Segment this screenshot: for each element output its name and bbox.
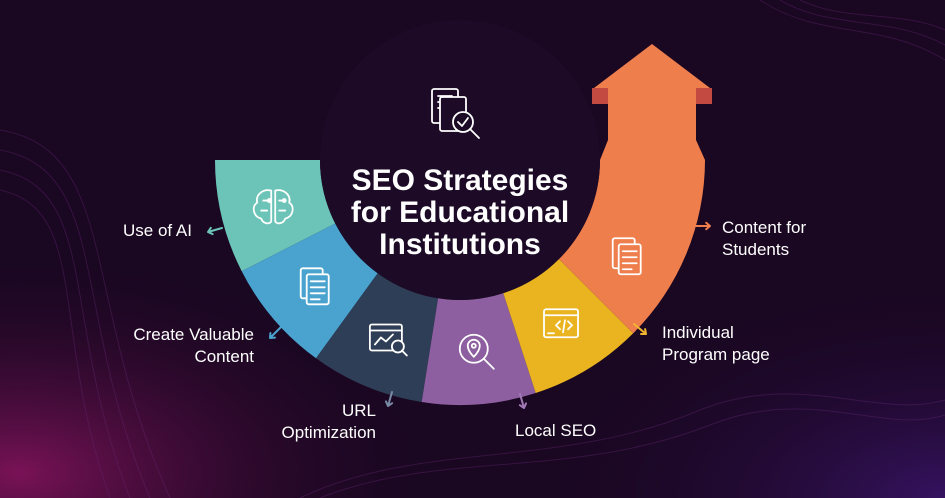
segment-icons — [252, 189, 642, 370]
label-line: Content — [194, 347, 254, 366]
label-arrow — [207, 226, 223, 236]
browser-search-icon — [368, 323, 408, 357]
label-url-optimization: URL Optimization — [240, 400, 376, 444]
center-disc — [320, 20, 600, 300]
arrow-head-right-tab — [696, 88, 712, 104]
label-use-of-ai: Use of AI — [60, 220, 192, 242]
arrow-head-left-tab — [592, 88, 608, 104]
location-search-icon — [458, 333, 495, 370]
label-line: Create Valuable — [133, 325, 254, 344]
label-line: Optimization — [281, 423, 376, 442]
title-line-3: Institutions — [379, 228, 541, 261]
document-icon — [299, 267, 330, 306]
label-create-valuable-content: Create Valuable Content — [80, 324, 254, 368]
label-line: Content for — [722, 218, 807, 237]
label-arrow — [384, 391, 394, 407]
label-local-seo: Local SEO — [515, 420, 596, 442]
label-content-for-students: Content for Students — [722, 217, 806, 261]
label-line: URL — [341, 401, 376, 420]
arc-segment — [503, 258, 634, 394]
label-arrows — [207, 221, 711, 409]
label-line: Local SEO — [515, 421, 597, 440]
seo-analysis-icon — [431, 88, 480, 139]
label-line: Individual — [662, 323, 734, 342]
brain-icon — [252, 189, 294, 225]
code-window-icon — [543, 308, 579, 339]
label-line: Students — [722, 240, 790, 259]
label-arrow — [269, 325, 283, 339]
title-line-2: for Educational — [350, 196, 570, 229]
label-arrow — [518, 393, 528, 409]
arrow-head — [594, 44, 710, 140]
arc-segment — [558, 140, 705, 334]
label-arrow — [695, 221, 711, 231]
label-individual-program-page: Individual Program page — [662, 322, 770, 366]
title-line-1: SEO Strategies — [351, 164, 569, 197]
label-line: Use of AI — [123, 221, 192, 240]
document-icon — [611, 237, 642, 276]
arc-segment — [315, 273, 439, 402]
label-arrow — [633, 323, 647, 336]
label-line: Program page — [662, 345, 770, 364]
